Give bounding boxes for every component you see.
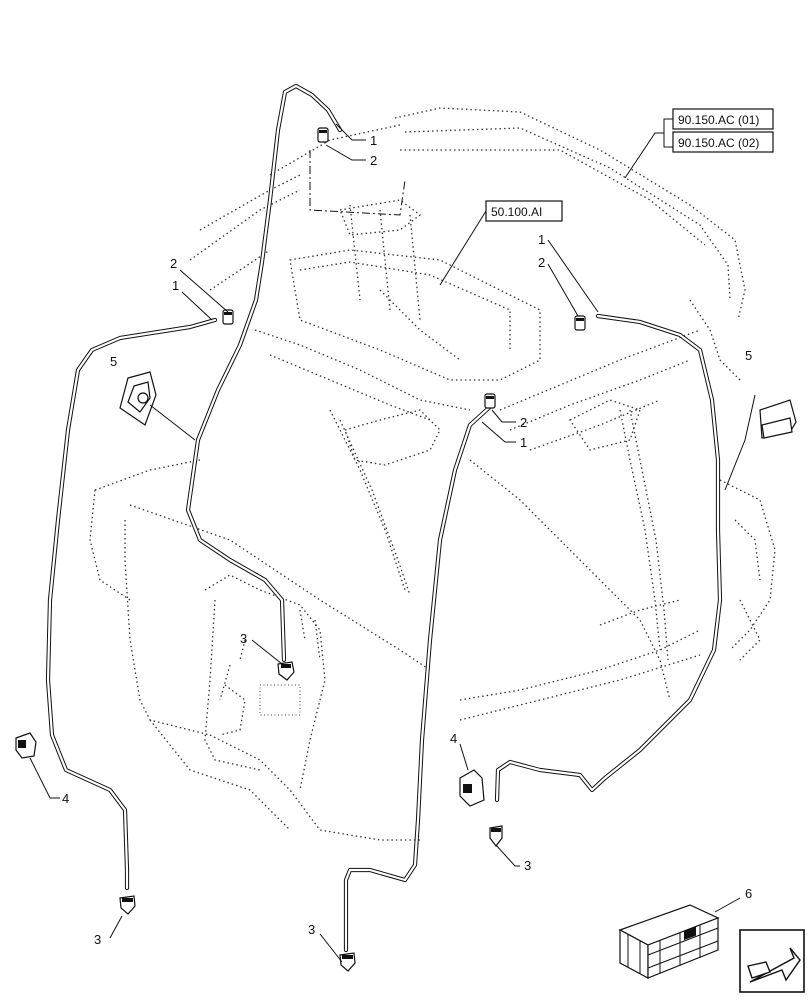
callout-2-top[interactable]: 2 — [370, 153, 377, 168]
ref-leader-50-100 — [439, 210, 487, 286]
callout-1-top[interactable]: 1 — [370, 133, 377, 148]
ref-leader-90-150 — [624, 118, 673, 179]
callout-5-right[interactable]: 5 — [745, 348, 752, 363]
connector-right[interactable] — [574, 315, 586, 331]
jet-right-leader — [724, 394, 756, 491]
callout-1-center[interactable]: 1 — [520, 435, 527, 450]
callout-3-mid[interactable]: 3 — [240, 631, 247, 646]
washer-hose-top[interactable] — [185, 83, 343, 663]
callout-3-bottom-center[interactable]: 3 — [308, 922, 315, 937]
callout-1-right[interactable]: 1 — [538, 232, 545, 247]
callout-3-bottom-left[interactable]: 3 — [94, 932, 101, 947]
clip-bottom-left[interactable] — [119, 895, 136, 915]
clip-mid[interactable] — [277, 661, 295, 681]
clip-bottom-center[interactable] — [339, 952, 356, 972]
washer-hose-center[interactable] — [343, 402, 495, 953]
cab-outline — [89, 107, 776, 841]
callout-4-left[interactable]: 4 — [62, 791, 69, 806]
connector-top[interactable] — [317, 127, 329, 143]
nozzle-center[interactable] — [459, 769, 485, 807]
svg-text:90.150.AC (01): 90.150.AC (01) — [678, 113, 759, 127]
washer-hose-right[interactable] — [494, 313, 723, 803]
connector-center[interactable] — [484, 393, 496, 409]
callout-2-left[interactable]: 2 — [170, 256, 177, 271]
nozzle-left[interactable] — [15, 732, 37, 759]
clip-center[interactable] — [489, 825, 503, 847]
callout-2-center[interactable]: 2 — [520, 415, 527, 430]
callout-4-center[interactable]: 4 — [450, 731, 457, 746]
reference-50-100-ai[interactable]: 50.100.AI — [485, 200, 563, 222]
callout-1-left[interactable]: 1 — [172, 278, 179, 293]
arrow-nav-icon[interactable] — [739, 929, 805, 993]
crate-icon[interactable] — [618, 904, 720, 980]
reference-90-150-ac-02[interactable]: 90.150.AC (02) — [672, 131, 774, 153]
callout-6[interactable]: 6 — [745, 886, 752, 901]
washer-hose-left[interactable] — [45, 317, 218, 891]
washer-jet-left[interactable] — [119, 371, 157, 426]
callout-5-left[interactable]: 5 — [110, 354, 117, 369]
svg-text:90.150.AC (02): 90.150.AC (02) — [678, 136, 759, 150]
svg-text:50.100.AI: 50.100.AI — [491, 205, 542, 219]
reference-90-150-ac-01[interactable]: 90.150.AC (01) — [672, 108, 774, 130]
callout-leaders — [29, 123, 741, 963]
washer-jet-right[interactable] — [759, 399, 797, 439]
callout-2-right[interactable]: 2 — [538, 255, 545, 270]
callout-3-center[interactable]: 3 — [524, 858, 531, 873]
connector-left[interactable] — [222, 309, 234, 325]
jet-left-leader — [149, 404, 196, 441]
